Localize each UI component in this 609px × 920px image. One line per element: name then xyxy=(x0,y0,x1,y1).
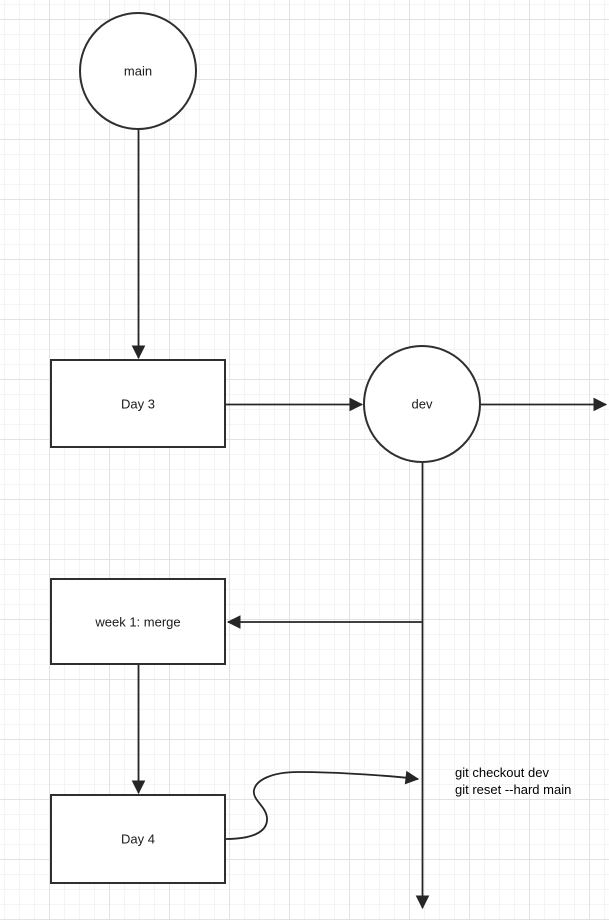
node-week1-label: week 1: merge xyxy=(95,614,181,630)
node-day4-label: Day 4 xyxy=(121,831,155,847)
node-day4-shape[interactable] xyxy=(50,794,226,884)
node-main-label: main xyxy=(123,63,153,79)
annotation-line1: git checkout dev xyxy=(455,765,549,780)
node-dev-label: dev xyxy=(411,396,433,412)
edge-day4-to-devline[interactable] xyxy=(225,770,420,840)
node-dev-shape[interactable] xyxy=(363,345,481,463)
node-day3-label: Day 3 xyxy=(121,396,155,412)
node-week1-shape[interactable] xyxy=(50,578,226,665)
node-main-shape[interactable] xyxy=(79,12,197,130)
node-day3-shape[interactable] xyxy=(50,359,226,448)
annotation-line2: git reset --hard main xyxy=(455,782,572,797)
annotation-text: git checkout dev git reset --hard main xyxy=(455,764,571,798)
